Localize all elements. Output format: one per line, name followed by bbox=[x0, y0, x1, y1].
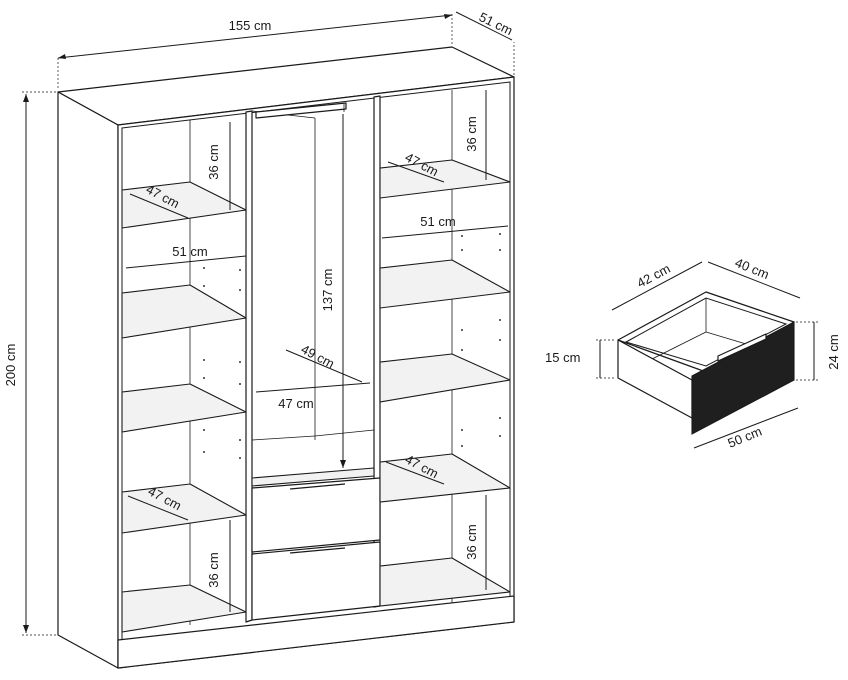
drawer-handle bbox=[717, 333, 767, 362]
drawer-height-inner-label: 15 cm bbox=[545, 350, 580, 365]
right-bottom-height-label: 36 cm bbox=[464, 524, 479, 559]
left-width-label: 51 cm bbox=[172, 244, 207, 259]
middle-shelf bbox=[251, 467, 375, 487]
wardrobe-body bbox=[57, 46, 515, 669]
drawer-front-2 bbox=[251, 541, 381, 621]
height-label: 200 cm bbox=[3, 344, 18, 387]
left-shelf-1 bbox=[121, 181, 247, 229]
drawer-illustration: 42 cm 40 cm 15 cm 24 cm 50 cm bbox=[545, 255, 841, 451]
drawer-front-1 bbox=[251, 477, 381, 553]
drawer-height-outer-label: 24 cm bbox=[826, 334, 841, 369]
middle-width-label: 47 cm bbox=[278, 396, 313, 411]
left-bottom-shelf bbox=[121, 584, 247, 633]
wardrobe-plinth bbox=[117, 595, 515, 669]
depth-label: 51 cm bbox=[477, 9, 515, 38]
wardrobe-left-side bbox=[57, 91, 119, 669]
hanging-rail bbox=[255, 102, 347, 119]
right-width-label: 51 cm bbox=[420, 214, 455, 229]
right-shelf-1 bbox=[379, 159, 511, 199]
left-upper-height-label: 36 cm bbox=[206, 144, 221, 179]
left-shelf-4 bbox=[121, 483, 247, 534]
shelf-pins-right bbox=[461, 233, 501, 447]
middle-height-label: 137 cm bbox=[320, 269, 335, 312]
right-upper-height-label: 36 cm bbox=[464, 116, 479, 151]
right-shelf-3 bbox=[379, 353, 511, 403]
left-bottom-height-label: 36 cm bbox=[206, 552, 221, 587]
drawer-width-bottom-label: 50 cm bbox=[726, 424, 764, 451]
right-shelf-2 bbox=[379, 259, 511, 309]
left-shelf-2 bbox=[121, 284, 247, 339]
drawer-depth-label: 42 cm bbox=[634, 261, 672, 291]
drawer-width-top-label: 40 cm bbox=[733, 255, 771, 282]
right-shelf-4 bbox=[379, 453, 511, 503]
shelf-pins-left bbox=[203, 267, 241, 459]
right-bottom-shelf bbox=[379, 557, 511, 607]
left-shelf-3 bbox=[121, 383, 247, 433]
width-label: 155 cm bbox=[229, 18, 272, 33]
divider-left bbox=[245, 110, 253, 623]
